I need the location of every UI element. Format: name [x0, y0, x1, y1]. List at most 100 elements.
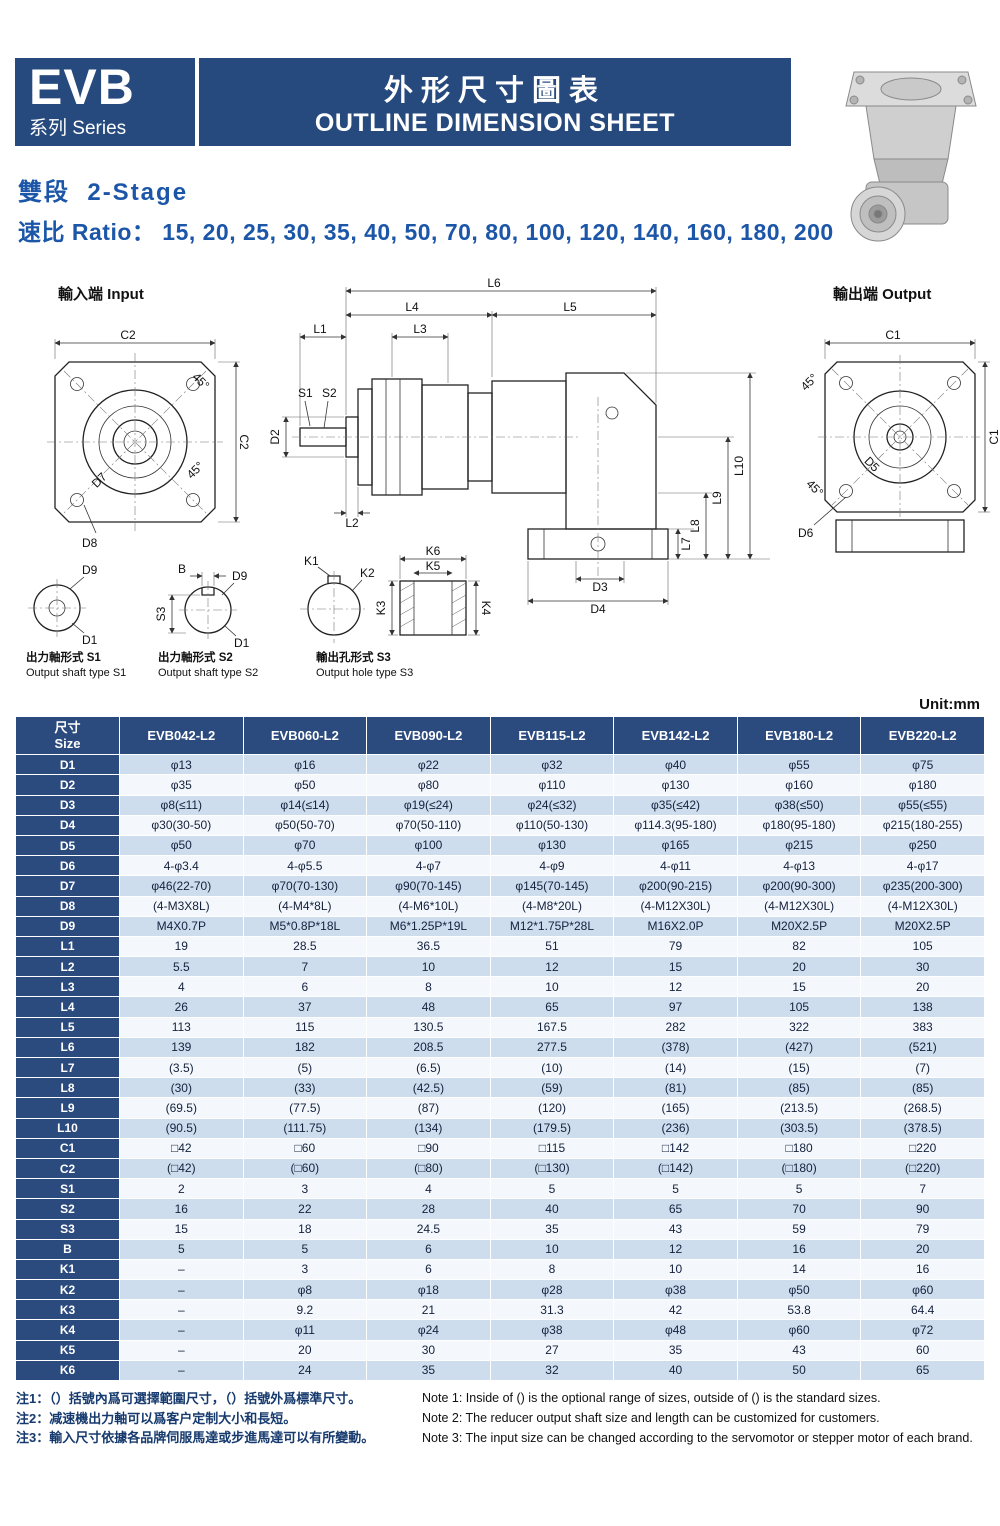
stage-title: 雙段 2-Stage [18, 172, 1000, 207]
row-label-k6: K6 [15, 1359, 120, 1382]
dimension-cell: φ50 [736, 1279, 862, 1301]
caption-s2-zh: 出力軸形式 S2 [158, 650, 233, 664]
dimension-cell: 8 [366, 976, 491, 998]
row-label-l5: L5 [15, 1016, 120, 1038]
dimension-cell: (5) [242, 1056, 368, 1079]
column-header-evb115-l2: EVB115-L2 [489, 715, 615, 756]
dimension-cell: 79 [613, 935, 738, 958]
dimension-cell: 40 [613, 1359, 738, 1382]
row-label-l6: L6 [15, 1036, 120, 1059]
dimension-cell: (268.5) [860, 1097, 985, 1119]
dimension-cell: 138 [860, 996, 985, 1018]
dim-label-d9: D9 [82, 563, 98, 577]
dimension-cell: 6 [366, 1238, 491, 1260]
dimension-cell: 12 [613, 976, 738, 998]
dimension-cell: 3 [242, 1178, 368, 1200]
dimension-cell: 12 [613, 1238, 738, 1260]
dimension-cell: 15 [736, 976, 862, 998]
dimension-cell: φ130 [489, 834, 615, 857]
dimension-cell: 5 [736, 1178, 862, 1200]
unit-label: Unit:mm [919, 696, 980, 713]
dimension-cell: (427) [736, 1036, 862, 1059]
dimension-cell: (4-M12X30L) [860, 895, 985, 917]
dimension-cell: φ180(95-180) [736, 814, 862, 836]
dimension-cell: 43 [736, 1339, 862, 1361]
row-label-d8: D8 [15, 895, 120, 917]
dimension-cell: φ11 [242, 1319, 368, 1341]
dimension-cell: φ48 [613, 1319, 738, 1341]
dimension-cell: φ55(≤55) [860, 794, 985, 816]
dimension-cell: φ160 [736, 774, 862, 796]
dimension-cell: 383 [860, 1016, 985, 1038]
dimension-cell: □115 [489, 1137, 615, 1159]
series-code: EVB [29, 59, 135, 115]
dimension-cell: φ50 [119, 834, 244, 857]
row-label-d4: D4 [15, 814, 120, 836]
dimension-cell: φ215(180-255) [860, 814, 985, 836]
dimension-cell: 43 [613, 1218, 738, 1240]
dimension-cell: □60 [242, 1137, 368, 1159]
dim-label-d3: D3 [592, 580, 608, 594]
dimension-cell: 10 [489, 976, 615, 998]
dimension-cell: φ16 [242, 754, 368, 776]
dimension-cell: (□60) [242, 1157, 368, 1180]
title-banner: 外形尺寸圖表 OUTLINE DIMENSION SHEET [199, 58, 791, 146]
output-section-label: 輸出端 Output [833, 285, 931, 303]
dimension-cell: φ215 [736, 834, 862, 857]
angle-label-45: 45° [184, 459, 207, 482]
row-label-l2: L2 [15, 956, 120, 978]
dim-label-l3: L3 [413, 322, 427, 336]
dimension-cell: 30 [366, 1339, 491, 1361]
dimension-cell: – [119, 1279, 244, 1301]
dimension-cell: (6.5) [366, 1056, 491, 1079]
dimension-cell: φ38 [489, 1319, 615, 1341]
dimension-cell: 7 [860, 1178, 985, 1200]
row-label-d5: D5 [15, 834, 120, 857]
dimension-cell: φ180 [860, 774, 985, 796]
dimension-cell: 208.5 [366, 1036, 491, 1059]
dimension-cell: 10 [366, 956, 491, 978]
row-label-b: B [15, 1238, 120, 1260]
dimension-cell: φ30(30-50) [119, 814, 244, 836]
dim-label-d4: D4 [590, 602, 606, 616]
dim-label-d2: D2 [268, 429, 282, 445]
shaft-type-s1-drawing: D9 D1 出力軸形式 S1 Output shaft type S1 [26, 563, 126, 679]
angle-label-45: 45° [803, 477, 826, 500]
dimension-cell: (134) [366, 1117, 491, 1139]
note-en-2: Note 2: The reducer output shaft size an… [422, 1410, 880, 1425]
dimension-cell: □42 [119, 1137, 244, 1159]
column-header-evb090-l2: EVB090-L2 [366, 715, 491, 756]
input-section-label: 輸入端 Input [58, 285, 144, 303]
dimension-cell: 20 [860, 1238, 985, 1260]
dimension-cell: φ22 [366, 754, 491, 776]
dimension-cell: 16 [860, 1258, 985, 1281]
caption-s1-zh: 出力軸形式 S1 [26, 650, 101, 664]
dimension-cell: □142 [613, 1137, 738, 1159]
stage-en: 2-Stage [87, 179, 189, 206]
dimension-cell: 16 [119, 1198, 244, 1220]
dimension-cell: (521) [860, 1036, 985, 1059]
note-en-1: Note 1: Inside of () is the optional ran… [422, 1391, 881, 1405]
dimension-cell: (42.5) [366, 1077, 491, 1099]
dim-label-d1: D1 [82, 633, 98, 647]
dimension-cell: 36.5 [366, 935, 491, 958]
dimension-cell: φ110 [489, 774, 615, 796]
row-label-d6: D6 [15, 855, 120, 877]
dimension-cell: 59 [736, 1218, 862, 1240]
dimension-drawings: 輸入端 Input C2 C2 45° 45° D7 D8 [26, 277, 1000, 679]
dim-label-k2: K2 [360, 566, 375, 580]
dimension-cell: 5 [613, 1178, 738, 1200]
row-label-k1: K1 [15, 1258, 120, 1281]
dimension-cell: 3 [242, 1258, 368, 1281]
dimension-cell: (□180) [736, 1157, 862, 1180]
row-label-d9: D9 [15, 915, 120, 937]
dimension-cell: 105 [860, 935, 985, 958]
ratio-label: 速比 Ratio： [18, 219, 156, 245]
dimension-cell: M4X0.7P [119, 915, 244, 937]
dimension-cell: 5 [242, 1238, 368, 1260]
